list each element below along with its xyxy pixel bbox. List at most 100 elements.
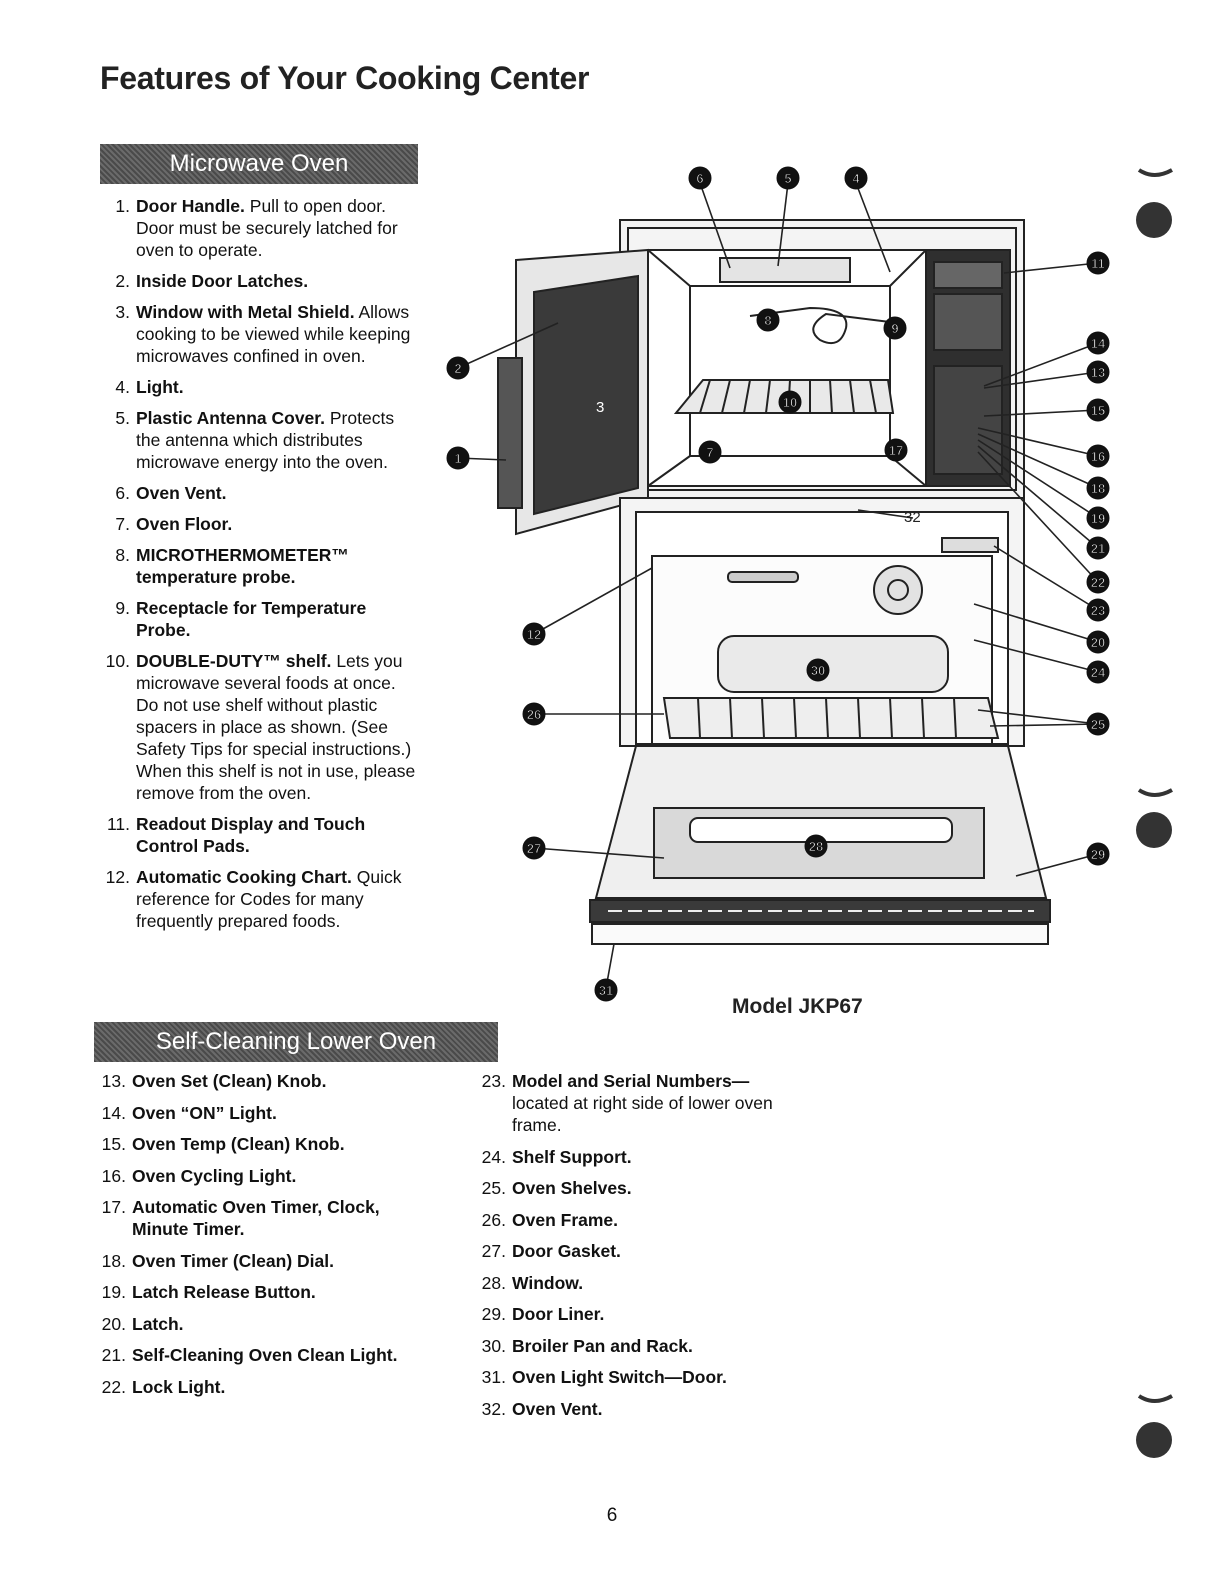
feature-number: 21. bbox=[101, 1345, 126, 1365]
callout-18 bbox=[1086, 476, 1110, 500]
feature-number: 23. bbox=[481, 1071, 506, 1091]
feature-item: 7. Oven Floor. bbox=[98, 513, 418, 535]
feature-name: Latch Release Button. bbox=[132, 1282, 316, 1302]
feature-body: Oven Set (Clean) Knob. bbox=[132, 1070, 424, 1092]
feature-number: 8. bbox=[115, 545, 130, 565]
callout-2 bbox=[446, 356, 470, 380]
feature-item: 29. Door Liner. bbox=[474, 1303, 794, 1325]
feature-body: Window with Metal Shield. Allows cooking… bbox=[136, 301, 418, 367]
callout-17 bbox=[884, 438, 908, 462]
callout-label: 17 bbox=[889, 443, 903, 458]
feature-body: Plastic Antenna Cover. Protects the ante… bbox=[136, 407, 418, 473]
feature-item: 1. Door Handle. Pull to open door. Door m… bbox=[98, 195, 418, 261]
callout-24 bbox=[1086, 660, 1110, 684]
callout-label: 11 bbox=[1091, 256, 1105, 271]
callout-label: 16 bbox=[1091, 449, 1105, 464]
feature-name: Window. bbox=[512, 1272, 584, 1293]
feature-name: MICROTHERMOMETER™ temperature probe. bbox=[136, 545, 349, 587]
feature-name: Oven Temp (Clean) Knob. bbox=[132, 1134, 345, 1154]
feature-item: 17. Automatic Oven Timer, Clock, Minute T… bbox=[94, 1196, 424, 1240]
feature-number: 11. bbox=[106, 814, 130, 834]
feature-number: 13. bbox=[101, 1071, 126, 1091]
callout-16 bbox=[1086, 444, 1110, 468]
feature-number: 7. bbox=[115, 514, 130, 534]
callout-label: 28 bbox=[809, 839, 823, 854]
feature-body: Oven Cycling Light. bbox=[132, 1165, 424, 1187]
feature-description: Pull to open door. Door must be securely… bbox=[136, 196, 398, 260]
feature-body: Latch Release Button. bbox=[132, 1281, 424, 1303]
feature-body: Latch. bbox=[132, 1313, 424, 1335]
feature-body: Oven Vent. bbox=[512, 1398, 794, 1420]
feature-number: 2. bbox=[115, 271, 130, 291]
feature-item: 23.Model and Serial Numbers— located at … bbox=[474, 1070, 794, 1136]
callout-28 bbox=[804, 834, 828, 858]
feature-name: Oven Cycling Light. bbox=[132, 1165, 297, 1186]
callout-label: 20 bbox=[1091, 635, 1105, 650]
feature-body: Receptacle for Temperature Probe. bbox=[136, 597, 418, 641]
feature-item: 30.Broiler Pan and Rack. bbox=[474, 1335, 794, 1357]
feature-number: 17. bbox=[101, 1197, 126, 1217]
feature-number: 20. bbox=[101, 1313, 126, 1334]
microwave-feature-list: 1. Door Handle. Pull to open door. Door m… bbox=[98, 195, 418, 941]
feature-number: 15. bbox=[101, 1134, 126, 1154]
feature-item: 19. Latch Release Button. bbox=[94, 1281, 424, 1303]
feature-body: MICROTHERMOMETER™ temperature probe. bbox=[136, 544, 418, 588]
feature-body: Self-Cleaning Oven Clean Light. bbox=[132, 1344, 424, 1366]
callout-label: 15 bbox=[1091, 403, 1105, 418]
feature-body: Oven Temp (Clean) Knob. bbox=[132, 1133, 424, 1155]
feature-body: Door Handle. Pull to open door. Door mus… bbox=[136, 195, 418, 261]
feature-item: 3.Window with Metal Shield. Allows cooki… bbox=[98, 301, 418, 367]
callout-1 bbox=[446, 446, 470, 470]
feature-description: Protects the antenna which distributes m… bbox=[136, 408, 395, 472]
feature-name: Window with Metal Shield. bbox=[136, 302, 355, 322]
feature-item: 9. Receptacle for Temperature Probe. bbox=[98, 597, 418, 641]
model-label: Model JKP67 bbox=[732, 995, 863, 1018]
callout-label: 7 bbox=[706, 445, 713, 460]
callout-11 bbox=[1086, 251, 1110, 275]
feature-item: 6.Oven Vent. bbox=[98, 482, 418, 504]
feature-number: 5. bbox=[115, 408, 130, 428]
callout-31 bbox=[594, 978, 618, 1002]
callout-label: 21 bbox=[1091, 541, 1105, 556]
feature-number: 14. bbox=[101, 1102, 126, 1123]
feature-number: 31. bbox=[481, 1367, 506, 1387]
feature-name: Door Liner. bbox=[512, 1304, 605, 1324]
feature-item: 16. Oven Cycling Light. bbox=[94, 1165, 424, 1187]
feature-number: 19. bbox=[101, 1282, 126, 1302]
lower-oven-feature-list-right: 23.Model and Serial Numbers— located at … bbox=[474, 1070, 794, 1429]
lower-oven-feature-list-left: 13. Oven Set (Clean) Knob. 14.Oven “ON” Li… bbox=[94, 1070, 424, 1407]
callout-25 bbox=[1086, 712, 1110, 736]
feature-item: 4.Light. bbox=[98, 376, 418, 398]
callout-label: 24 bbox=[1091, 665, 1106, 680]
callout-30 bbox=[806, 658, 830, 682]
feature-item: 31.Oven Light Switch—Door. bbox=[474, 1366, 794, 1388]
feature-name: Oven Vent. bbox=[136, 483, 227, 503]
feature-number: 29. bbox=[481, 1304, 506, 1324]
feature-name: Oven Floor. bbox=[136, 514, 233, 534]
callout-8 bbox=[756, 308, 780, 332]
callout-label: 6 bbox=[696, 171, 703, 186]
feature-body: Window. bbox=[512, 1272, 794, 1294]
feature-item: 2. Inside Door Latches. bbox=[98, 270, 418, 292]
callout-label: 27 bbox=[527, 841, 541, 856]
feature-name: Automatic Oven Timer, Clock, Minute Time… bbox=[132, 1197, 380, 1239]
feature-number: 9. bbox=[115, 598, 130, 618]
feature-number: 22. bbox=[101, 1376, 126, 1397]
feature-number: 16. bbox=[101, 1165, 126, 1186]
feature-name: Light. bbox=[136, 377, 184, 397]
callout-label: 10 bbox=[783, 395, 797, 410]
feature-item: 21. Self-Cleaning Oven Clean Light. bbox=[94, 1344, 424, 1366]
feature-body: Inside Door Latches. bbox=[136, 270, 418, 292]
feature-number: 10. bbox=[105, 651, 130, 671]
feature-body: Shelf Support. bbox=[512, 1146, 794, 1168]
feature-item: 10.DOUBLE-DUTY™ shelf. Lets you microwav… bbox=[98, 650, 418, 804]
callout-4 bbox=[844, 166, 868, 190]
feature-name: Inside Door Latches. bbox=[136, 271, 309, 291]
feature-item: 14.Oven “ON” Light. bbox=[94, 1102, 424, 1124]
feature-body: Lock Light. bbox=[132, 1376, 424, 1398]
callout-label: 18 bbox=[1091, 481, 1105, 496]
feature-item: 25.Oven Shelves. bbox=[474, 1177, 794, 1199]
callout-20 bbox=[1086, 630, 1110, 654]
feature-number: 1. bbox=[115, 196, 130, 216]
